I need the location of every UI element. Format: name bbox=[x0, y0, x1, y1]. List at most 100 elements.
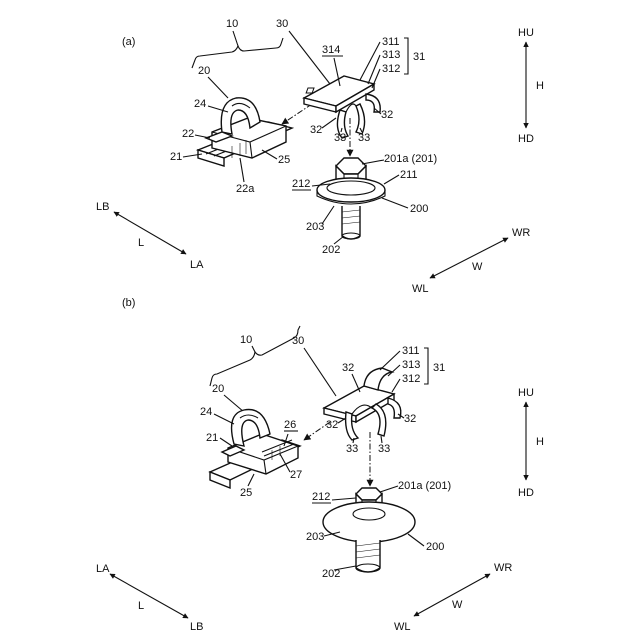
axis-h-label-b: H bbox=[536, 436, 544, 448]
leader-21-b bbox=[220, 438, 232, 446]
axis-l-a: LB L LA bbox=[96, 201, 204, 271]
insert-path-horizontal-a bbox=[282, 104, 312, 124]
brace-10-b bbox=[210, 326, 300, 386]
ref-25-a: 25 bbox=[278, 154, 290, 166]
ref-25-b: 25 bbox=[240, 487, 252, 499]
leader-24-b bbox=[214, 414, 234, 424]
fork-leg-back-a bbox=[366, 94, 380, 112]
leader-22a-a bbox=[240, 158, 244, 182]
fork-leg-right-b bbox=[372, 404, 386, 436]
ref-33-left-b: 33 bbox=[346, 443, 358, 455]
bolt-200-a bbox=[317, 158, 385, 239]
leader-30-b bbox=[304, 348, 336, 396]
arrow-l-b bbox=[110, 574, 188, 618]
ref-31-a: 31 bbox=[413, 51, 425, 63]
axis-l-b: LA L LB bbox=[96, 563, 203, 633]
leader-211-a bbox=[384, 175, 399, 184]
ref-314-a: 314 bbox=[322, 44, 340, 56]
leader-30-a bbox=[289, 31, 330, 84]
leader-32-top-b bbox=[352, 374, 360, 392]
figure-b-label: (b) bbox=[122, 297, 135, 309]
ref-312-a: 312 bbox=[382, 63, 400, 75]
leader-202-a bbox=[334, 236, 344, 244]
arrow-w-a bbox=[430, 238, 508, 278]
axis-la-b: LA bbox=[96, 563, 110, 575]
ref-201a-a: 201a (201) bbox=[384, 153, 437, 165]
ref-32-left-b: 32 bbox=[326, 419, 338, 431]
ref-10-a: 10 bbox=[226, 18, 238, 30]
axis-w-label-b: W bbox=[452, 599, 463, 611]
ref-202-a: 202 bbox=[322, 244, 340, 256]
ref-22a-a: 22a bbox=[236, 183, 255, 195]
ref-203-b: 203 bbox=[306, 531, 324, 543]
axis-hu-a: HU bbox=[518, 27, 534, 39]
leader-313-a bbox=[368, 55, 380, 84]
leader-33-right-b bbox=[381, 436, 382, 443]
bracket-31-a bbox=[404, 38, 408, 74]
axis-l-label-b: L bbox=[138, 600, 144, 612]
leader-25-b bbox=[248, 474, 254, 486]
ref-200-a: 200 bbox=[410, 203, 428, 215]
axis-w-b: WR W WL bbox=[394, 562, 512, 633]
axis-h-label-a: H bbox=[536, 80, 544, 92]
axis-h-a: HU H HD bbox=[518, 27, 544, 145]
washer-a bbox=[317, 178, 385, 202]
ref-212-a: 212 bbox=[292, 178, 310, 190]
leader-22-a bbox=[195, 135, 210, 138]
ref-32-top-b: 32 bbox=[342, 362, 354, 374]
axis-la-a: LA bbox=[190, 259, 204, 271]
ref-30-a: 30 bbox=[276, 18, 288, 30]
leader-25-a bbox=[262, 150, 277, 159]
leader-201a-a bbox=[362, 160, 384, 164]
ref-31-b: 31 bbox=[433, 362, 445, 374]
axis-hd-b: HD bbox=[518, 487, 534, 499]
axis-wr-a: WR bbox=[512, 227, 530, 239]
axis-h-b: HU H HD bbox=[518, 387, 544, 499]
ref-313-b: 313 bbox=[402, 359, 420, 371]
back-tab-b bbox=[364, 368, 392, 390]
axis-lb-b: LB bbox=[190, 621, 203, 633]
arrow-l-a bbox=[114, 212, 186, 254]
axis-w-label-a: W bbox=[472, 261, 483, 273]
leader-200-a bbox=[382, 198, 408, 208]
ref-311-b: 311 bbox=[402, 345, 420, 357]
ref-33-left-a: 33 bbox=[334, 132, 346, 144]
ref-20-a: 20 bbox=[198, 65, 210, 77]
brace-10-a bbox=[192, 38, 283, 68]
ref-30-b: 30 bbox=[292, 335, 304, 347]
ref-32-right-b: 32 bbox=[404, 413, 416, 425]
ref-311-a: 311 bbox=[382, 36, 400, 48]
axis-l-label-a: L bbox=[138, 237, 144, 249]
ref-32-right-a: 32 bbox=[381, 109, 393, 121]
ref-32-left-a: 32 bbox=[310, 124, 322, 136]
ref-33-right-a: 33 bbox=[358, 132, 370, 144]
figure-b: (b) 10 30 20 24 21 26 bbox=[96, 297, 544, 633]
leader-312-b bbox=[392, 379, 400, 392]
ref-10-b: 10 bbox=[240, 334, 252, 346]
ref-22-a: 22 bbox=[182, 128, 194, 140]
axis-lb-a: LB bbox=[96, 201, 109, 213]
ref-24-b: 24 bbox=[200, 406, 212, 418]
axis-hu-b: HU bbox=[518, 387, 534, 399]
figure-a: (a) 10 30 20 24 bbox=[96, 18, 544, 295]
axis-w-a: WR W WL bbox=[412, 227, 530, 295]
ref-211-a: 211 bbox=[400, 169, 418, 181]
axis-hd-a: HD bbox=[518, 133, 534, 145]
ref-33-right-b: 33 bbox=[378, 443, 390, 455]
figure-a-label: (a) bbox=[122, 36, 135, 48]
ref-212-b: 212 bbox=[312, 491, 330, 503]
ref-21-b: 21 bbox=[206, 432, 218, 444]
ref-24-a: 24 bbox=[194, 98, 206, 110]
leader-201a-b bbox=[380, 486, 398, 492]
leader-212-b bbox=[332, 498, 356, 500]
ref-27-b: 27 bbox=[290, 469, 302, 481]
axis-wr-b: WR bbox=[494, 562, 512, 574]
ref-203-a: 203 bbox=[306, 221, 324, 233]
ref-21-a: 21 bbox=[170, 151, 182, 163]
bracket-31-b bbox=[424, 348, 428, 384]
leader-203-a bbox=[322, 206, 334, 224]
ref-26-b: 26 bbox=[284, 419, 296, 431]
leader-20-a bbox=[208, 77, 228, 98]
